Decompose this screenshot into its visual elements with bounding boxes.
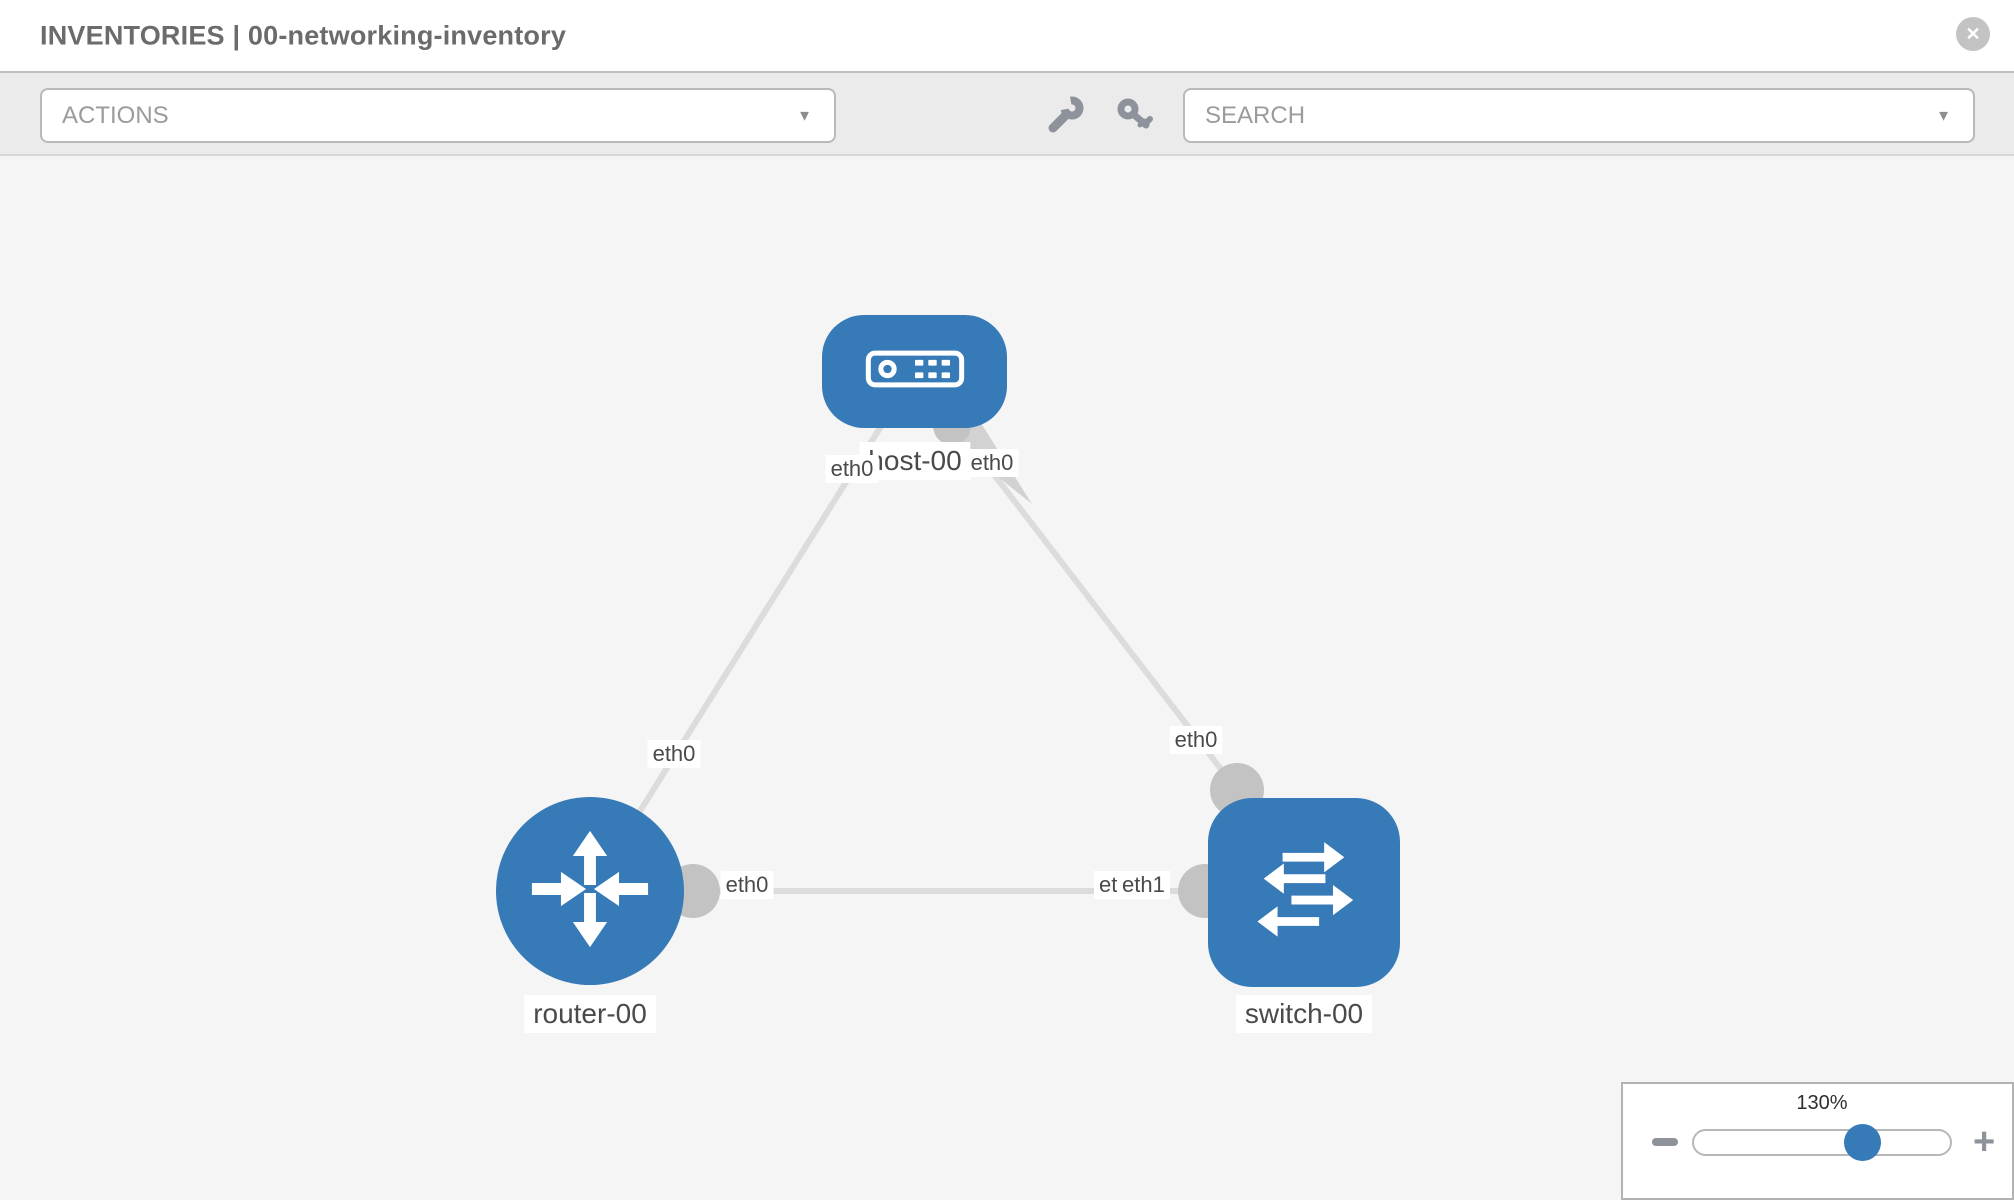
node-switch-00[interactable]	[1208, 798, 1400, 987]
interface-label-eth0-switch-top: eth0	[1169, 726, 1223, 754]
search-dropdown[interactable]: SEARCH ▼	[1183, 88, 1975, 143]
node-label-router: router-00	[524, 995, 656, 1033]
node-host-00[interactable]	[822, 315, 1007, 428]
actions-dropdown-label: ACTIONS	[62, 101, 169, 129]
close-button[interactable]: ✕	[1956, 17, 1990, 51]
close-icon: ✕	[1965, 24, 1981, 44]
interface-label-eth0-mid-left: eth0	[720, 871, 774, 899]
interface-label-eth0-router-top: eth0	[647, 740, 701, 768]
zoom-slider-thumb[interactable]	[1844, 1124, 1881, 1161]
node-label-switch: switch-00	[1235, 995, 1373, 1033]
toolbar: ACTIONS ▼ SEARCH ▼	[0, 71, 2014, 156]
configure-button[interactable]	[1041, 91, 1089, 139]
wrench-icon	[1041, 95, 1089, 135]
key-icon	[1111, 95, 1159, 135]
zoom-slider-track[interactable]	[1692, 1129, 1952, 1156]
zoom-level-value: 130%	[1796, 1092, 1848, 1114]
interface-label-eth0-host-right: eth0	[965, 449, 1019, 477]
zoom-out-button[interactable]	[1652, 1138, 1678, 1146]
topology-canvas[interactable]: host-00 router-00 switch-00 eth0 eth0 et…	[0, 156, 2014, 1200]
interface-label-eth1-mid-right: eth1	[1117, 871, 1170, 899]
node-router-00[interactable]	[496, 797, 684, 985]
chevron-down-icon: ▼	[797, 107, 812, 124]
topology-links-layer	[587, 370, 1264, 918]
zoom-panel: 130% +	[1621, 1082, 2014, 1200]
router-icon	[524, 823, 656, 960]
zoom-in-button[interactable]: +	[1973, 1121, 1996, 1163]
actions-dropdown[interactable]: ACTIONS ▼	[40, 88, 836, 143]
host-icon	[865, 350, 965, 393]
page-title: INVENTORIES | 00-networking-inventory	[40, 20, 567, 50]
interface-label-eth0-host-left: eth0	[825, 455, 879, 483]
chevron-down-icon: ▼	[1936, 107, 1951, 124]
switch-icon	[1240, 827, 1368, 958]
search-dropdown-label: SEARCH	[1205, 101, 1306, 129]
credentials-button[interactable]	[1111, 91, 1159, 139]
header: INVENTORIES | 00-networking-inventory ✕	[0, 0, 2014, 71]
